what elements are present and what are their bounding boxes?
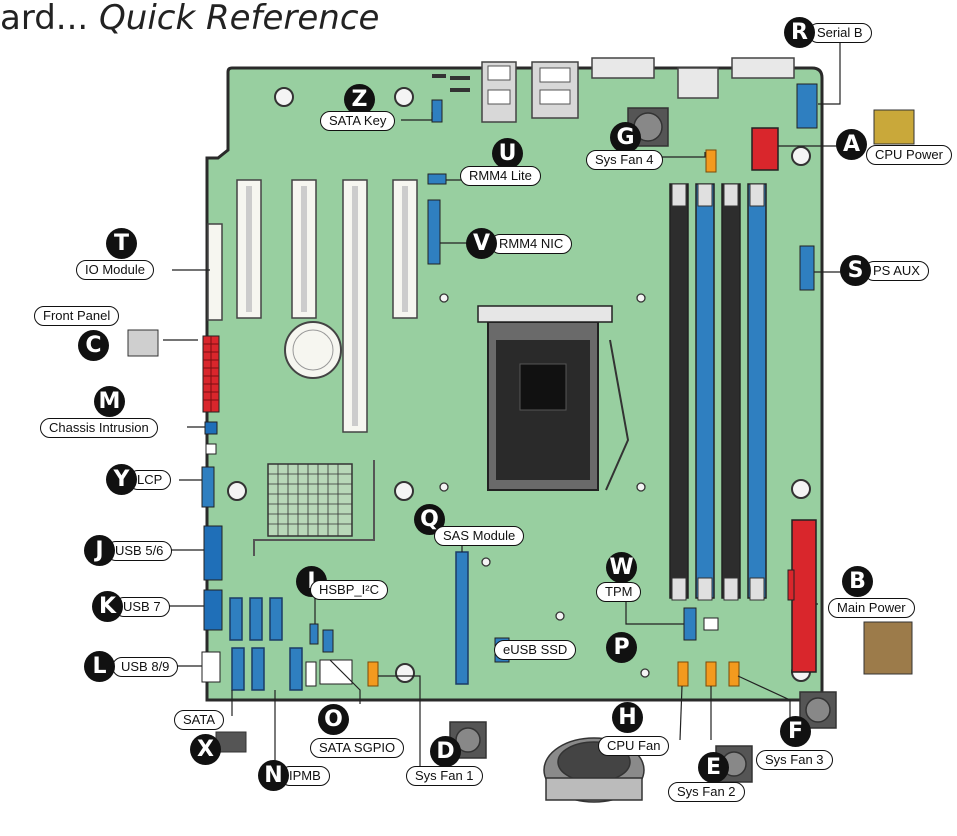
callout-Q-label: SAS Module — [434, 526, 525, 546]
rear-io-connectors — [432, 57, 795, 123]
main-power-connector — [791, 519, 817, 673]
sata-key-header — [431, 99, 443, 123]
callout-T-label: IO Module — [76, 260, 154, 280]
fan-illustrations — [449, 107, 837, 803]
callout-N-badge: N — [258, 760, 289, 791]
callout-A-label: CPU Power — [866, 145, 952, 165]
ps-aux-header — [799, 245, 815, 291]
callout-O-label: SATA SGPIO — [310, 738, 405, 758]
cpu-socket — [477, 305, 630, 491]
callout-I-label: HSBP_I²C — [310, 580, 388, 600]
callout-K-label: USB 7 — [114, 597, 170, 617]
sas-module-slot — [455, 551, 469, 685]
callout-K-badge: K — [92, 591, 123, 622]
cpu-power-connector — [751, 127, 779, 171]
title-lead: ard... — [0, 0, 100, 38]
callout-R-badge: R — [784, 17, 815, 48]
title-emphasis: Quick Reference — [99, 0, 380, 38]
usb56-header — [203, 525, 223, 581]
usb89-header — [201, 651, 221, 683]
dimm-slots — [669, 183, 767, 599]
io-module-slot — [207, 223, 223, 321]
callout-B-badge: B — [842, 566, 873, 597]
callout-Z-badge: Z — [344, 84, 375, 115]
callout-Y-label: LCP — [128, 470, 172, 490]
callout-M-badge: M — [94, 386, 125, 417]
callout-J-badge: J — [84, 535, 115, 566]
callout-B-label: Main Power — [828, 598, 915, 618]
hsbp-header — [309, 623, 319, 645]
callout-D-label: Sys Fan 1 — [406, 766, 483, 786]
callout-Q-badge: Q — [414, 504, 445, 535]
tpm-header — [683, 607, 697, 641]
callout-O-badge: O — [318, 704, 349, 735]
rmm4-nic-header — [427, 199, 441, 265]
callout-L-label: USB 8/9 — [112, 657, 179, 677]
callout-C-label: Front Panel — [34, 306, 120, 326]
usb7-port — [203, 589, 223, 631]
sata-ports — [229, 597, 303, 691]
callout-F-label: Sys Fan 3 — [756, 750, 833, 770]
callout-U-label: RMM4 Lite — [460, 166, 541, 186]
serial-b-header — [796, 83, 818, 129]
callout-Y-badge: Y — [106, 464, 137, 495]
callout-C-badge: C — [78, 330, 109, 361]
callout-S-label: PS AUX — [864, 261, 929, 281]
callout-X-label: SATA — [174, 710, 225, 730]
callout-P-badge: P — [606, 632, 637, 663]
callout-P-label: eUSB SSD — [494, 640, 577, 660]
chipset-heatsink — [253, 460, 375, 556]
callout-W-badge: W — [606, 552, 637, 583]
page-title: ard... Quick Reference — [0, 0, 379, 38]
ipmb-header — [305, 661, 317, 687]
callout-R-label: Serial B — [808, 23, 872, 43]
fan-headers — [367, 149, 740, 687]
callout-H-badge: H — [612, 702, 643, 733]
callout-G-label: Sys Fan 4 — [586, 150, 663, 170]
callout-J-label: USB 5/6 — [106, 541, 173, 561]
callout-V-label: RMM4 NIC — [490, 234, 573, 254]
callout-H-label: CPU Fan — [598, 736, 670, 756]
callout-T-badge: T — [106, 228, 137, 259]
callout-G-badge: G — [610, 122, 641, 153]
callout-E-badge: E — [698, 752, 729, 783]
lcp-header — [201, 466, 215, 508]
cable-illustrations — [127, 109, 915, 753]
sgpio-header — [322, 629, 334, 653]
callout-L-badge: L — [84, 651, 115, 682]
callout-A-badge: A — [836, 129, 867, 160]
rmm4-lite-header — [427, 173, 447, 185]
callout-Z-label: SATA Key — [320, 111, 396, 131]
callout-D-badge: D — [430, 736, 461, 767]
callout-U-badge: U — [492, 138, 523, 169]
mounting-holes — [227, 87, 811, 683]
callout-M-label: Chassis Intrusion — [40, 418, 158, 438]
callout-E-label: Sys Fan 2 — [668, 782, 745, 802]
callout-W-label: TPM — [596, 582, 642, 602]
callout-S-badge: S — [840, 255, 871, 286]
chassis-intrusion-header — [204, 421, 218, 435]
callout-N-label: IPMB — [280, 766, 330, 786]
callout-X-badge: X — [190, 734, 221, 765]
callout-F-badge: F — [780, 716, 811, 747]
callout-V-badge: V — [466, 228, 497, 259]
